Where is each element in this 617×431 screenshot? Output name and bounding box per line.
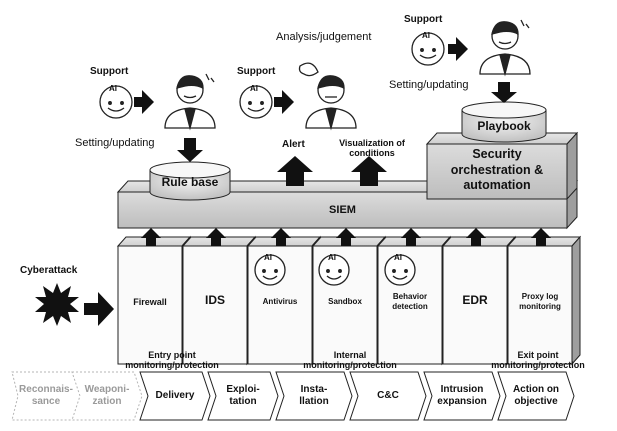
smiley-antivirus <box>254 254 286 286</box>
kill-chain-label-2: Weaponi-zation <box>84 384 130 407</box>
kill-chain-step-8 <box>497 371 575 421</box>
setting-updating-label-left: Setting/updating <box>75 137 155 149</box>
tool-label-firewall: Firewall <box>133 297 167 307</box>
zone-entry-label: Entry point monitoring/protection <box>112 350 232 371</box>
soar-line-1: Security <box>472 147 522 161</box>
kill-chain-step-4 <box>207 371 279 421</box>
kill-chain-label-4: Exploi-tation <box>226 384 260 407</box>
kill-chain-step-3 <box>139 371 211 421</box>
ai-support-arrows <box>134 37 468 114</box>
zone-entry-line-1: Entry point <box>148 350 196 360</box>
visualization-arrow <box>351 156 387 186</box>
cyberattack-starburst <box>35 283 79 326</box>
tool-label-behavior-detection: Behavior detection <box>392 292 428 311</box>
visualization-line-1: Visualization of <box>339 138 405 148</box>
analysis-judgement-label: Analysis/judgement <box>276 31 372 43</box>
zone-internal-line-1: Internal <box>333 350 367 360</box>
ai-smileys <box>99 32 445 286</box>
kill-chain-step-2 <box>71 371 143 421</box>
tool-label-antivirus: Antivirus <box>262 297 298 306</box>
soar-line-3: automation <box>463 178 531 193</box>
soar-line-2: orchestration & <box>450 162 544 177</box>
ai-label-right: AI <box>422 31 430 40</box>
support-label-left: Support <box>90 66 129 77</box>
playbook-label: Playbook <box>477 119 531 133</box>
support-label-middle: Support <box>237 66 276 77</box>
kill-chain-step-5 <box>275 371 353 421</box>
support-label-right: Support <box>404 14 443 25</box>
ai-label-behavior: AI <box>394 253 402 262</box>
smiley-behavior <box>384 254 416 286</box>
pillar-to-siem-arrows <box>141 228 551 246</box>
smiley-right <box>411 32 445 66</box>
smiley-left <box>99 85 133 119</box>
person-right <box>479 19 531 77</box>
tool-pillars <box>116 235 582 366</box>
zone-exit-line-2: monitoring/protection <box>491 360 585 371</box>
person-left <box>164 73 216 131</box>
kill-chain <box>11 371 575 421</box>
playbook-cylinder <box>461 101 547 143</box>
kill-chain-step-7 <box>423 371 501 421</box>
tool-label-proxy-log: Proxy log monitoring <box>519 292 561 311</box>
ai-label-antivirus: AI <box>264 253 272 262</box>
alert-label: Alert <box>282 139 305 150</box>
kill-chain-step-6 <box>349 371 427 421</box>
smiley-sandbox <box>318 254 350 286</box>
visualization-line-2: conditions <box>349 148 395 159</box>
zone-exit-line-1: Exit point <box>517 350 559 360</box>
pillar-proxy-log <box>506 235 582 366</box>
visualization-label: Visualization of conditions <box>328 138 416 159</box>
ai-label-middle: AI <box>250 84 258 93</box>
tool-label-edr: EDR <box>462 293 488 307</box>
tool-label-sandbox: Sandbox <box>328 297 362 306</box>
cyberattack-label: Cyberattack <box>20 265 78 276</box>
zone-entry-line-2: monitoring/protection <box>125 360 219 371</box>
siem-label: SIEM <box>329 204 356 216</box>
ai-label-sandbox: AI <box>328 253 336 262</box>
zone-internal-line-2: monitoring/protection <box>303 360 397 371</box>
cyberattack-arrow <box>84 292 114 326</box>
person-middle <box>298 62 357 131</box>
kill-chain-label-3: Delivery <box>155 390 195 401</box>
tool-label-ids: IDS <box>204 293 225 307</box>
analyst-figures <box>164 19 531 131</box>
kill-chain-label-5: Insta-llation <box>299 384 329 407</box>
kill-chain-label-6: C&C <box>377 390 399 401</box>
zone-internal-label: Internal monitoring/protection <box>290 350 410 371</box>
rule-base-label: Rule base <box>161 175 219 189</box>
zone-exit-label: Exit point monitoring/protection <box>478 350 598 371</box>
smiley-middle <box>239 85 273 119</box>
kill-chain-label-1: Reconnais-sance <box>19 384 73 407</box>
ai-label-left: AI <box>109 84 117 93</box>
pillar-ids <box>181 235 257 366</box>
soar-label: Security orchestration & automation <box>427 147 567 194</box>
alert-arrow <box>277 156 313 186</box>
siem-output-arrows <box>277 156 387 186</box>
setting-updating-label-right: Setting/updating <box>389 79 469 91</box>
setting-arrows <box>177 82 517 162</box>
